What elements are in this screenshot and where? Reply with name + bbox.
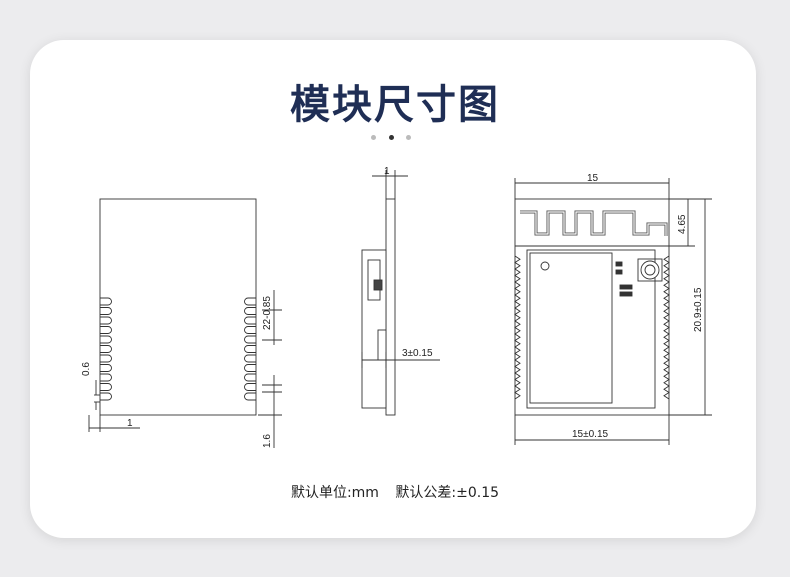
castellated-pads — [100, 297, 256, 401]
page-title: 模块尺寸图 — [290, 82, 500, 128]
carousel-dot[interactable] — [371, 135, 376, 140]
castellated-pad — [100, 345, 112, 353]
default-unit-text: 默认单位:mm — [290, 485, 379, 501]
antenna-height-label: 4.65 — [677, 214, 688, 234]
castellated-pad — [100, 373, 112, 382]
shield-can — [361, 249, 387, 409]
carousel-dot[interactable] — [406, 135, 411, 140]
side-view — [361, 170, 440, 416]
edge-distance-label: 1 — [127, 418, 133, 429]
pcb-edge — [385, 198, 396, 416]
castellated-pad — [244, 392, 256, 401]
total-height-label: 20.9±0.15 — [693, 287, 704, 332]
castellated-pad — [244, 354, 256, 363]
module-outline — [99, 198, 257, 416]
pad-pitch-label: 22-0.85 — [262, 296, 273, 330]
side-serration — [663, 255, 670, 400]
default-tolerance-text: 默认公差:±0.15 — [395, 485, 500, 501]
bottom-width-label: 15±0.15 — [572, 429, 609, 440]
castellated-pad — [100, 335, 112, 344]
castellated-pad — [244, 364, 256, 372]
top-view — [514, 178, 712, 445]
castellated-pad — [244, 335, 256, 344]
pad-width-label: 0.6 — [81, 362, 92, 376]
thickness-label: 1 — [384, 166, 390, 177]
castellated-pad — [100, 392, 112, 401]
bottom-offset-label: 1.6 — [262, 434, 273, 448]
castellated-pad — [244, 316, 256, 325]
serration-edge — [514, 255, 521, 400]
serration-edge — [663, 255, 670, 400]
width-label: 15 — [587, 173, 599, 184]
castellated-pad — [100, 364, 112, 372]
castellated-pad — [244, 297, 256, 306]
footer-notes: 默认单位:mm 默认公差:±0.15 — [0, 482, 790, 502]
pin1-marker — [540, 261, 550, 271]
castellated-pad — [100, 316, 112, 325]
castellated-pad — [100, 297, 112, 306]
castellated-pad — [244, 326, 256, 334]
height-label: 3±0.15 — [402, 348, 433, 359]
castellated-pad — [100, 326, 112, 334]
front-view — [88, 198, 282, 448]
castellated-pad — [100, 307, 112, 315]
castellated-pad — [100, 354, 112, 363]
castellated-pad — [244, 373, 256, 382]
carousel-dot-active[interactable] — [389, 135, 394, 140]
castellated-pad — [244, 383, 256, 391]
castellated-pad — [100, 383, 112, 391]
side-serration — [514, 255, 521, 400]
castellated-pad — [244, 345, 256, 353]
ufl-connector — [640, 260, 660, 280]
castellated-pad — [244, 307, 256, 315]
